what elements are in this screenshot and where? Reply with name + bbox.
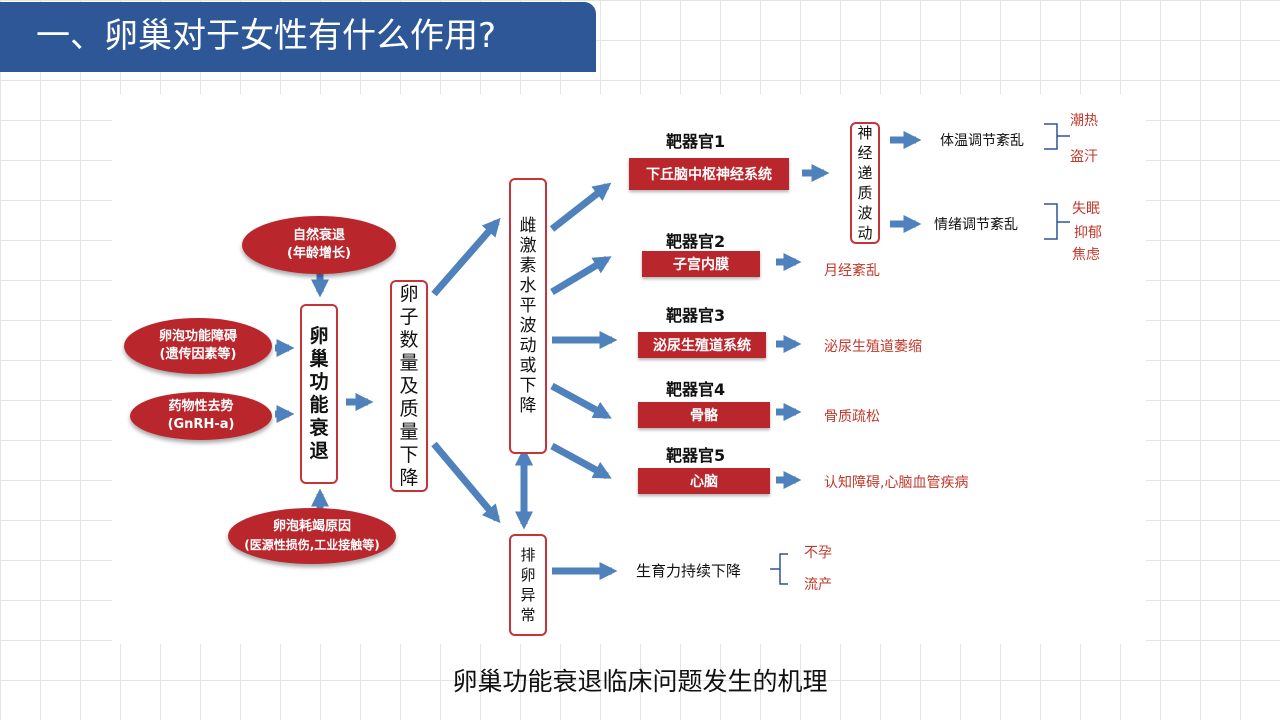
organ1-label: 靶器官1	[666, 132, 726, 151]
mood-item-2: 抑郁	[1074, 225, 1102, 241]
mood-item-3: 焦虑	[1072, 247, 1100, 263]
cause-depletion-line1: 卵泡耗竭原因	[272, 518, 351, 534]
cause-natural-line1: 自然衰退	[292, 228, 345, 243]
mood-label: 情绪调节紊乱	[934, 217, 1018, 233]
arrow-to-organ5	[550, 442, 612, 480]
ovarian-decline-text: 卵巢功能衰退	[309, 325, 329, 462]
organ2-result: 月经紊乱	[824, 263, 880, 279]
fertility-item-1: 不孕	[804, 545, 832, 561]
arrow-egg-to-hormone	[431, 217, 501, 297]
mechanism-diagram: 自然衰退 (年龄增长) 卵泡功能障碍 (遗传因素等) 药物性去势 (GnRH-a) 卵…	[112, 94, 1146, 644]
organ3-label: 靶器官3	[666, 306, 726, 325]
organ1-name: 下丘脑中枢神经系统	[646, 167, 772, 183]
cause-depletion-line2: (医源性损伤,工业接触等)	[244, 537, 380, 552]
cause-drug-line1: 药物性去势	[168, 399, 234, 414]
organ4-name: 骨骼	[690, 408, 718, 424]
organ5-result: 认知障碍,心脑血管疾病	[824, 475, 969, 491]
bracket-fertility	[770, 553, 788, 585]
neuro-box: 神经递质波动	[850, 122, 880, 244]
bracket-mood	[1044, 203, 1070, 240]
arrow-to-organ4	[550, 382, 612, 420]
egg-decline-box: 卵子数量及质量下降	[390, 280, 428, 492]
organ3-result: 泌尿生殖道萎缩	[824, 339, 922, 355]
organ3-name: 泌尿生殖道系统	[653, 338, 751, 354]
arrows-layer	[275, 123, 1070, 585]
organ4-label: 靶器官4	[666, 380, 726, 399]
arrow-egg-to-ovulation	[431, 441, 501, 524]
thermo-label: 体温调节紊乱	[940, 133, 1024, 149]
organ4-box: 骨骼	[638, 402, 770, 428]
neuro-text: 神经递质波动	[857, 124, 873, 242]
organ2-label: 靶器官2	[666, 232, 726, 251]
bracket-thermo	[1044, 123, 1070, 150]
cause-natural-line2: (年龄增长)	[287, 246, 351, 261]
cause-natural-oval: 自然衰退 (年龄增长)	[242, 216, 396, 274]
egg-decline-text: 卵子数量及质量下降	[399, 282, 419, 489]
thermo-item-2: 盗汗	[1070, 149, 1098, 165]
page-title: 一、卵巢对于女性有什么作用?	[36, 16, 497, 56]
hormone-text: 雌激素水平波动或下降	[519, 216, 537, 416]
diagram-caption: 卵巢功能衰退临床问题发生的机理	[452, 667, 828, 696]
cause-drug-line2: (GnRH-a)	[167, 417, 235, 432]
cause-dysfunction-line2: (遗传因素等)	[159, 347, 237, 362]
title-banner: 一、卵巢对于女性有什么作用?	[0, 2, 596, 72]
organ3-box: 泌尿生殖道系统	[638, 332, 766, 358]
organ1-box: 下丘脑中枢神经系统	[629, 158, 789, 190]
hormone-box: 雌激素水平波动或下降	[509, 178, 547, 454]
organ4-result: 骨质疏松	[824, 409, 880, 425]
cause-depletion-oval: 卵泡耗竭原因 (医源性损伤,工业接触等)	[228, 508, 396, 564]
arrow-to-organ1	[549, 182, 612, 232]
thermo-item-1: 潮热	[1070, 113, 1098, 129]
ovarian-decline-box: 卵巢功能衰退	[300, 304, 338, 484]
fertility-item-2: 流产	[804, 577, 832, 593]
cause-dysfunction-oval: 卵泡功能障碍 (遗传因素等)	[124, 318, 272, 374]
mood-item-1: 失眠	[1072, 201, 1100, 217]
cause-drug-oval: 药物性去势 (GnRH-a)	[130, 392, 272, 440]
fertility-label: 生育力持续下降	[636, 562, 742, 580]
ovulation-box: 排卵异常	[509, 534, 547, 636]
organ2-box: 子宫内膜	[642, 251, 760, 277]
cause-dysfunction-line1: 卵泡功能障碍	[158, 329, 237, 344]
organ5-box: 心脑	[638, 468, 770, 494]
organ5-label: 靶器官5	[666, 446, 726, 465]
ovulation-text: 排卵异常	[520, 546, 536, 624]
organ5-name: 心脑	[690, 474, 718, 490]
organ2-name: 子宫内膜	[673, 257, 729, 273]
arrow-to-organ2	[550, 255, 612, 296]
